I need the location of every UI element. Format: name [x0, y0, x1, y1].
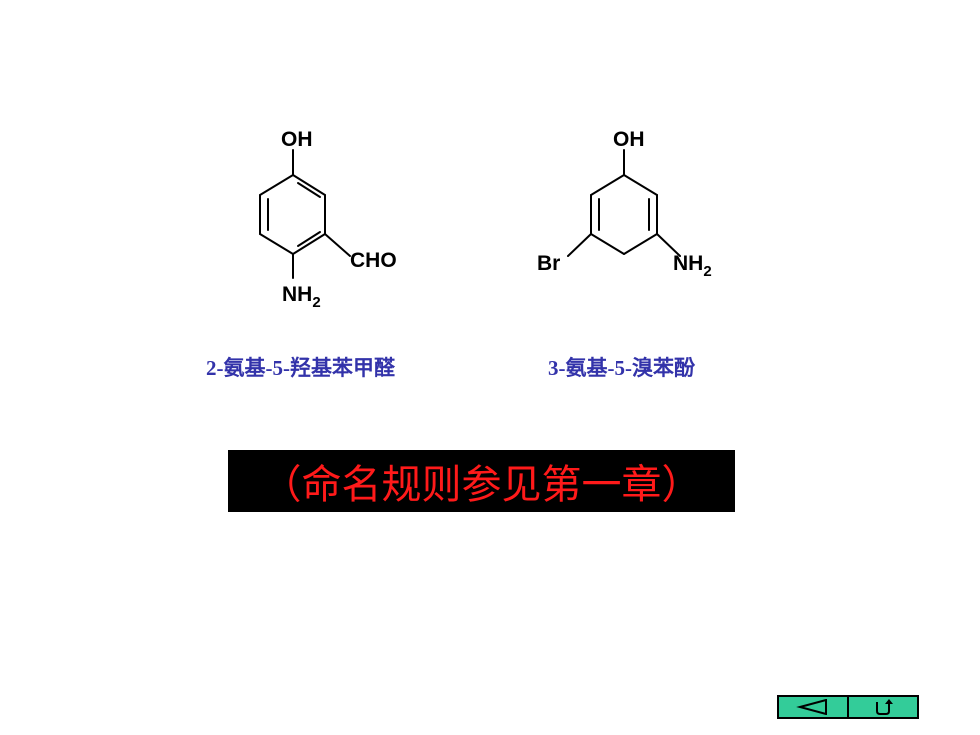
nh-subscript-2: 2 — [703, 263, 711, 280]
bond — [292, 233, 326, 255]
bond-to-cho — [324, 233, 351, 257]
prev-slide-button[interactable] — [777, 695, 849, 719]
naming-rules-note: （命名规则参见第一章） — [228, 450, 735, 512]
bond — [259, 233, 294, 255]
nh-text-2: NH — [673, 252, 703, 275]
bond — [590, 174, 625, 196]
molecule-2-structure — [567, 149, 681, 257]
return-arrow-icon — [876, 699, 893, 715]
br-label: Br — [537, 252, 560, 275]
nh2-label-1: NH2 — [282, 283, 321, 311]
nh2-label-2: NH2 — [673, 252, 712, 280]
molecule-1-structure — [259, 149, 351, 279]
bond — [623, 174, 658, 196]
return-button[interactable] — [847, 695, 919, 719]
bond — [590, 233, 625, 255]
bond — [292, 174, 326, 196]
oh-label-2: OH — [613, 128, 645, 151]
double-bond-inner — [628, 183, 645, 193]
bond — [259, 174, 294, 196]
compound-name-1: 2-氨基-5-羟基苯甲醛 — [206, 356, 395, 380]
double-bond-inner — [297, 231, 321, 247]
cho-label: CHO — [350, 249, 397, 272]
bond-to-br — [567, 233, 592, 257]
bond — [623, 233, 658, 255]
nh-subscript-1: 2 — [312, 294, 320, 311]
compound-name-2: 3-氨基-5-溴苯酚 — [548, 356, 695, 380]
oh-label-1: OH — [281, 128, 313, 151]
double-bond-inner — [297, 182, 321, 198]
triangle-left-icon — [796, 699, 827, 715]
bond-to-nh2 — [656, 233, 681, 257]
nh-text-1: NH — [282, 283, 312, 306]
